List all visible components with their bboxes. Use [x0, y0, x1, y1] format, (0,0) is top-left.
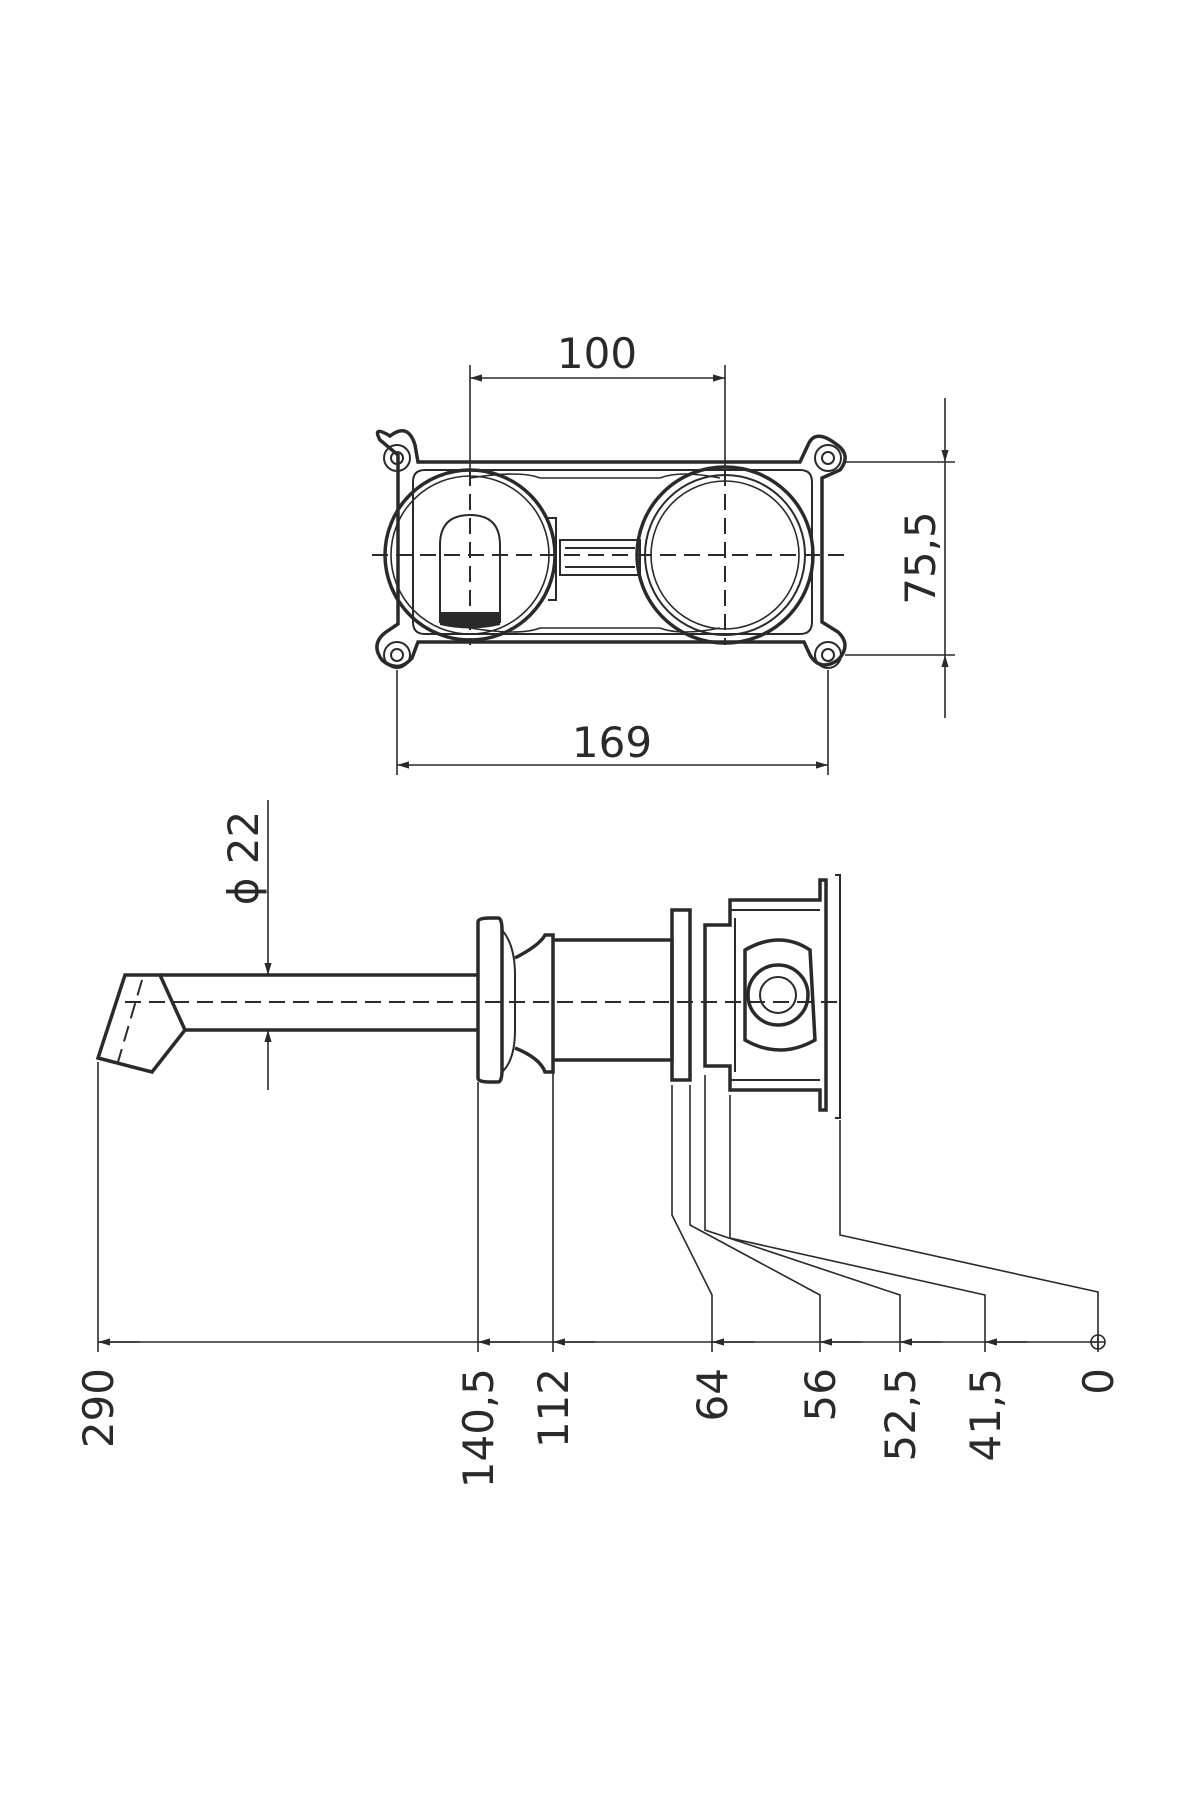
front-housing-outline [375, 428, 847, 669]
body-cylinder [553, 938, 674, 1062]
dim-56-label: 56 [796, 1368, 845, 1421]
box-ribs [730, 909, 820, 1081]
dim-phi-22-label: ϕ 22 [219, 811, 268, 906]
side-view: ϕ 22 290 140,5 112 64 56 52,5 41,5 0 [74, 800, 1123, 1488]
cover-plate [670, 908, 692, 1082]
dim-290-label: 290 [74, 1368, 123, 1448]
mounting-hole-bottom-right [814, 641, 842, 669]
dim-41-5-label: 41,5 [961, 1368, 1010, 1462]
dim-52-5-label: 52,5 [876, 1368, 925, 1462]
mounting-box-side [703, 878, 828, 1112]
lever-slot [439, 513, 501, 623]
mounting-hole-bottom-left [383, 641, 411, 669]
dim-64-label: 64 [688, 1368, 737, 1421]
center-bridge [559, 539, 641, 576]
dim-100-label: 100 [557, 329, 637, 378]
dimension-height: 75,5 [845, 398, 955, 718]
front-channel-lines [540, 477, 660, 629]
dim-75-5-label: 75,5 [896, 511, 945, 605]
dim-169-label: 169 [572, 718, 652, 767]
baseline-dimensions [98, 1334, 1106, 1350]
spout-neck [514, 933, 555, 1074]
spout-tip-axis [117, 979, 143, 1063]
front-view: 100 75,5 169 [372, 329, 955, 775]
dim-0-label: 0 [1074, 1368, 1123, 1395]
leader-lines [97, 1062, 1099, 1352]
mounting-hole-top-left [383, 444, 411, 472]
dimension-width: 169 [396, 670, 829, 775]
spout-tube [160, 973, 478, 1032]
dimension-spout-diameter: ϕ 22 [219, 800, 272, 1090]
mounting-hole-top-right [814, 444, 842, 472]
valve-knob [743, 938, 817, 1052]
box-rear-plate [835, 874, 841, 1119]
dim-140-5-label: 140,5 [454, 1368, 503, 1488]
front-inner-frame [412, 469, 813, 635]
dimension-hole-spacing: 100 [469, 329, 726, 470]
spout-flange [476, 916, 504, 1084]
spout-tip [95, 973, 188, 1074]
dim-112-label: 112 [529, 1368, 578, 1448]
